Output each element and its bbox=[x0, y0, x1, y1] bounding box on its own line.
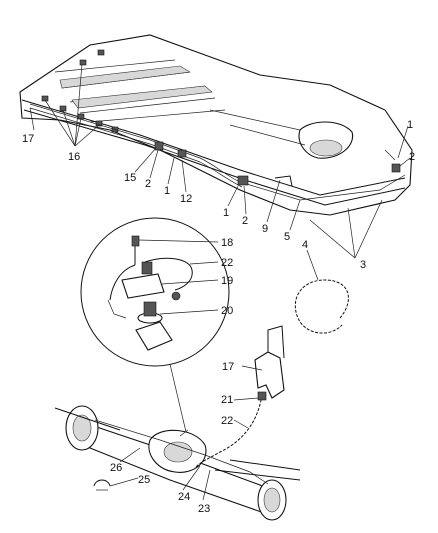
rear-axle bbox=[54, 325, 301, 521]
callout-2: 2 bbox=[145, 178, 151, 190]
callout-12: 12 bbox=[180, 193, 192, 205]
callout-17: 17 bbox=[22, 133, 34, 145]
coiled-hose bbox=[294, 279, 349, 334]
callout-22: 22 bbox=[221, 257, 233, 269]
leader-lines bbox=[29, 63, 411, 501]
callout-16: 16 bbox=[68, 151, 80, 163]
callout-17: 17 bbox=[222, 361, 234, 373]
callout-18: 18 bbox=[221, 237, 233, 249]
callout-labels: 1 1 1 2 2 2 3 4 5 9 12 15 16 17 17 18 19… bbox=[22, 119, 415, 515]
callout-1: 1 bbox=[223, 207, 229, 219]
callout-2: 2 bbox=[242, 215, 248, 227]
callout-1: 1 bbox=[407, 119, 413, 131]
callout-20: 20 bbox=[221, 305, 233, 317]
callout-9: 9 bbox=[262, 223, 268, 235]
detail-circle bbox=[80, 217, 230, 367]
callout-15: 15 bbox=[124, 172, 136, 184]
callout-3: 3 bbox=[360, 259, 366, 271]
callout-2: 2 bbox=[409, 151, 415, 163]
callout-4: 4 bbox=[302, 239, 308, 251]
callout-25: 25 bbox=[138, 474, 150, 486]
callout-19: 19 bbox=[221, 275, 233, 287]
callout-22: 22 bbox=[221, 415, 233, 427]
callout-24: 24 bbox=[178, 491, 190, 503]
callout-23: 23 bbox=[198, 503, 210, 515]
callout-5: 5 bbox=[284, 231, 290, 243]
callout-1: 1 bbox=[164, 185, 170, 197]
floor-pan bbox=[19, 34, 413, 216]
callout-26: 26 bbox=[110, 462, 122, 474]
callout-21: 21 bbox=[221, 394, 233, 406]
